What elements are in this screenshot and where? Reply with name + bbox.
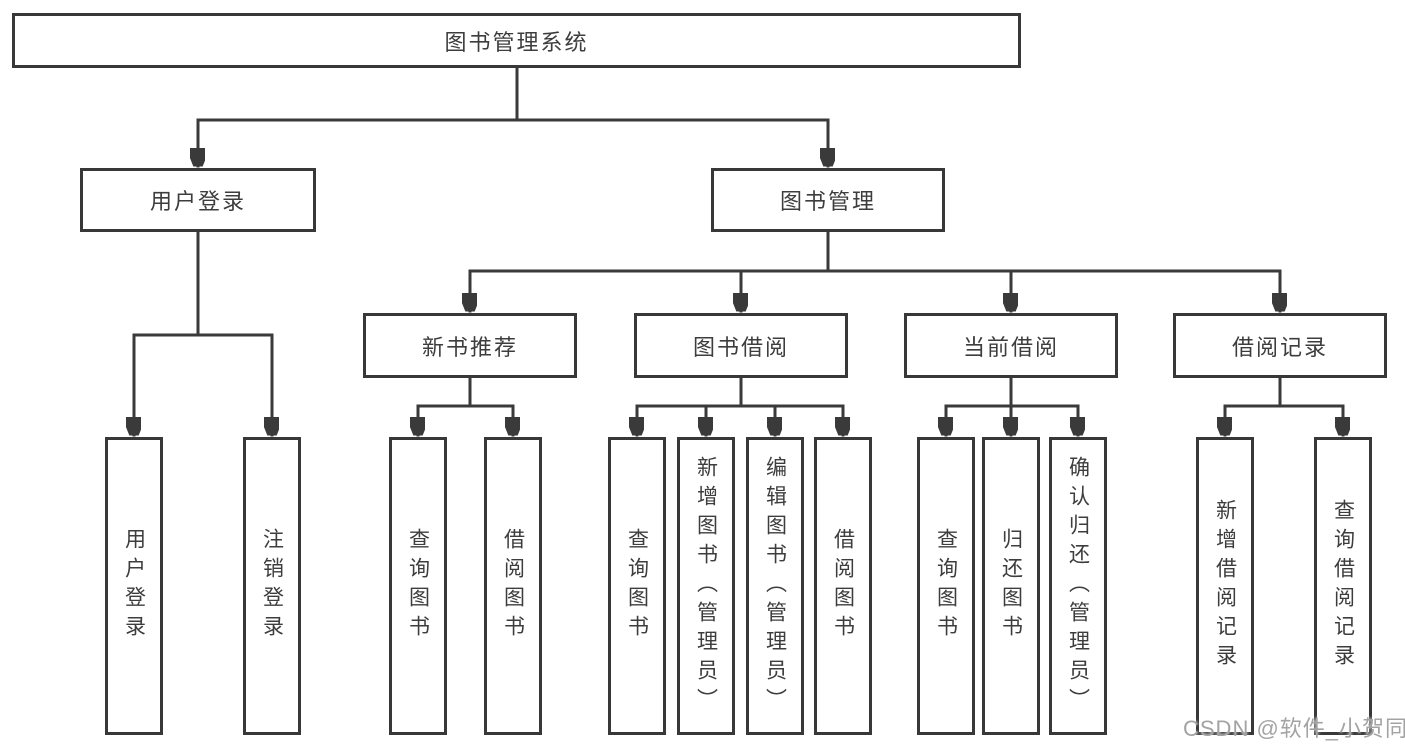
connector-new-book-recommend-children <box>418 376 513 437</box>
node-book-borrow: 图书借阅 <box>634 313 848 378</box>
leaf-user-login: 用户登录 <box>105 437 163 735</box>
leaf-add-borrow-record: 新增借阅记录 <box>1196 437 1254 735</box>
node-label: 归还图书 <box>999 528 1023 644</box>
node-label: 借阅图书 <box>831 528 855 644</box>
node-borrow-records: 借阅记录 <box>1173 313 1387 378</box>
leaf-edit-books-admin: 编辑图书（管理员） <box>746 437 804 735</box>
connector-book-borrow-children <box>637 376 843 437</box>
leaf-current-query-books: 查询图书 <box>917 437 975 735</box>
node-user-login: 用户登录 <box>80 168 316 232</box>
leaf-borrow-query-books: 查询图书 <box>608 437 666 735</box>
leaf-recommend-query-books: 查询图书 <box>389 437 447 735</box>
node-label: 当前借阅 <box>962 334 1059 360</box>
node-label: 查询借阅记录 <box>1331 499 1355 673</box>
node-label: 查询图书 <box>625 528 649 644</box>
node-label: 图书管理 <box>779 189 876 214</box>
leaf-borrow-books: 借阅图书 <box>814 437 872 735</box>
node-label: 注销登录 <box>260 528 284 644</box>
connector-borrow-records-children <box>1225 376 1343 437</box>
node-label: 查询图书 <box>406 528 430 644</box>
node-current-borrow: 当前借阅 <box>904 313 1118 378</box>
leaf-logout: 注销登录 <box>243 437 301 735</box>
watermark-text: CSDN @软件_小贺同学 <box>1183 716 1405 741</box>
node-label: 查询图书 <box>934 528 958 644</box>
leaf-recommend-borrow-books: 借阅图书 <box>484 437 542 735</box>
node-label: 图书管理系统 <box>444 29 589 55</box>
node-label: 借阅图书 <box>501 528 525 644</box>
node-label: 新书推荐 <box>421 334 518 360</box>
node-book-management: 图书管理 <box>711 168 945 232</box>
node-label: 确认归还（管理员） <box>1066 455 1090 717</box>
node-label: 用户登录 <box>149 189 246 214</box>
connector-user-login-children <box>134 230 272 437</box>
leaf-return-books: 归还图书 <box>982 437 1040 735</box>
connector-book-management-children <box>470 230 1280 313</box>
leaf-confirm-return-admin: 确认归还（管理员） <box>1049 437 1107 735</box>
leaf-add-books-admin: 新增图书（管理员） <box>677 437 735 735</box>
node-new-book-recommend: 新书推荐 <box>363 313 577 378</box>
connector-root-to-level1 <box>198 66 828 168</box>
node-label: 新增图书（管理员） <box>694 455 718 717</box>
node-root: 图书管理系统 <box>12 13 1021 68</box>
node-label: 图书借阅 <box>692 334 789 360</box>
leaf-query-borrow-record: 查询借阅记录 <box>1314 437 1372 735</box>
node-label: 借阅记录 <box>1231 334 1328 360</box>
node-label: 新增借阅记录 <box>1213 499 1237 673</box>
node-label: 用户登录 <box>122 528 146 644</box>
node-label: 编辑图书（管理员） <box>763 455 787 717</box>
connector-current-borrow-children <box>946 376 1078 437</box>
